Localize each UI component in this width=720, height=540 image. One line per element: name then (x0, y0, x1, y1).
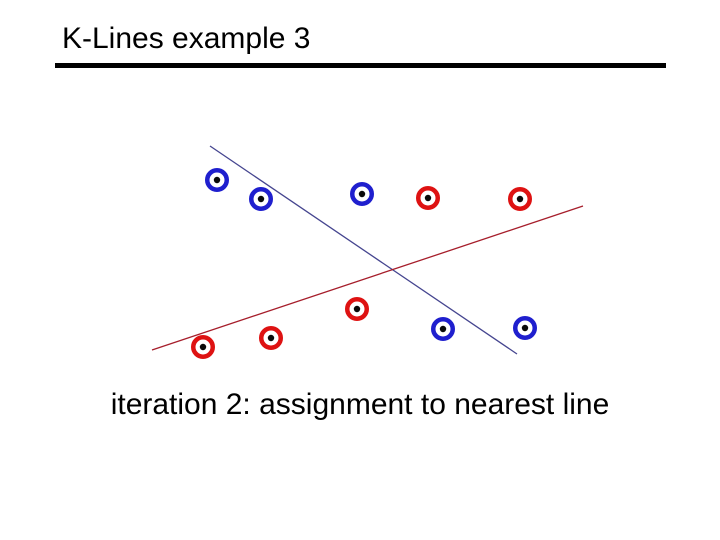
point-center-dot (199, 343, 207, 351)
point-center-dot (358, 190, 366, 198)
red-data-point (191, 335, 215, 359)
figure-caption: iteration 2: assignment to nearest line (110, 388, 610, 421)
point-center-dot (424, 194, 432, 202)
point-center-dot (353, 305, 361, 313)
blue-data-point (431, 317, 455, 341)
point-center-dot (439, 325, 447, 333)
blue-data-point (350, 182, 374, 206)
point-center-dot (267, 334, 275, 342)
point-center-dot (521, 324, 529, 332)
blue-data-point (249, 187, 273, 211)
blue-data-point (513, 316, 537, 340)
red-cluster-line (151, 205, 584, 351)
title-underline (55, 63, 666, 68)
slide-title: K-Lines example 3 (62, 22, 311, 55)
blue-data-point (205, 168, 229, 192)
point-center-dot (516, 195, 524, 203)
red-data-point (259, 326, 283, 350)
red-data-point (508, 187, 532, 211)
blue-cluster-line (209, 145, 518, 355)
red-data-point (416, 186, 440, 210)
red-data-point (345, 297, 369, 321)
point-center-dot (257, 195, 265, 203)
point-center-dot (213, 176, 221, 184)
